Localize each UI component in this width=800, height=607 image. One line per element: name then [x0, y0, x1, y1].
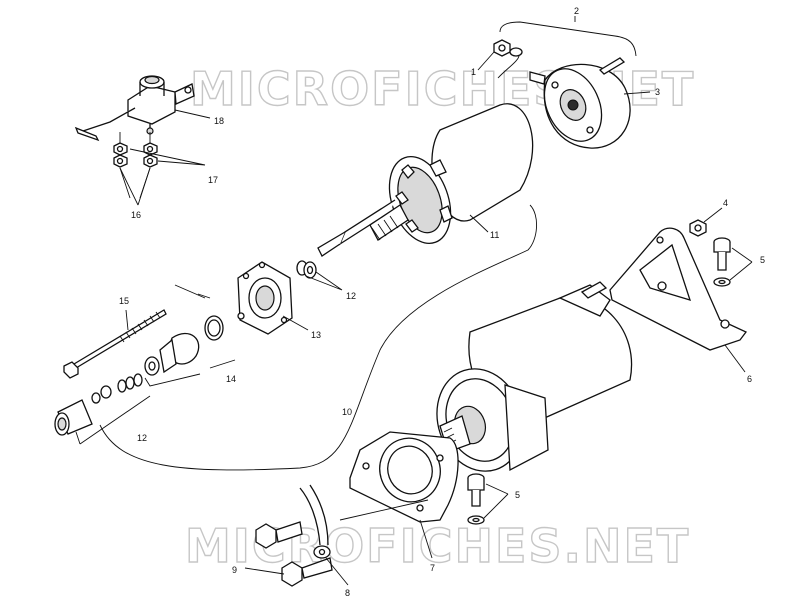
through-bolt-part [63, 309, 167, 379]
leader-8 [325, 557, 349, 586]
leader-5a [729, 247, 753, 281]
leader-6 [724, 344, 746, 373]
callout-8: 8 [345, 588, 350, 598]
leader-16b [119, 167, 151, 199]
armature-washers [296, 260, 317, 279]
bracket-nut-4 [689, 219, 707, 237]
callout-18: 18 [214, 116, 224, 126]
callout-2: 2 [574, 6, 579, 16]
bracket-bolt-5-lower [467, 473, 485, 525]
callout-16: 16 [131, 210, 141, 220]
callout-13: 13 [311, 330, 321, 340]
leader-3 [623, 91, 651, 95]
leader-1 [477, 51, 495, 71]
retainer-washer [204, 312, 245, 341]
leader-9 [244, 567, 285, 575]
end-cap-part [529, 57, 631, 149]
callout-14: 14 [226, 374, 236, 384]
pinion-spring-parts [54, 373, 143, 436]
leader-11 [469, 214, 489, 233]
solenoid-nuts [113, 132, 158, 168]
bracket-bolt-5-upper [713, 237, 731, 287]
callout-9: 9 [232, 565, 237, 575]
leader-17 [129, 148, 206, 166]
ground-cable-part [299, 484, 429, 559]
drive-end-plate-part [237, 261, 293, 335]
callout-5-lower: 5 [515, 490, 520, 500]
bracket-10 [99, 204, 537, 471]
leader-18 [174, 109, 211, 119]
solenoid-part [74, 75, 195, 142]
bracket-2 [499, 21, 637, 57]
leader-16 [119, 167, 151, 206]
leader-5b [483, 483, 509, 519]
leader-13 [282, 315, 309, 331]
mounting-bracket-part [609, 227, 748, 351]
callout-6: 6 [747, 374, 752, 384]
lower-bracket-part [349, 431, 459, 523]
starter-motor-part [436, 281, 633, 472]
bracket-14 [144, 359, 236, 387]
callout-11: 11 [490, 230, 499, 240]
mount-bolts-9 [255, 521, 333, 587]
callout-15: 15 [119, 296, 129, 306]
callout-10: 10 [342, 407, 352, 417]
bracket-12b [75, 395, 151, 445]
armature-part [317, 103, 534, 257]
group-marks [174, 284, 211, 299]
callout-12-upper: 12 [346, 291, 356, 301]
callout-12-lower: 12 [137, 433, 147, 443]
leader-4 [703, 207, 723, 223]
leader-7 [419, 519, 433, 559]
terminal-nut-part [493, 39, 523, 79]
callout-17: 17 [208, 175, 218, 185]
leader-15 [125, 309, 129, 331]
leader-12a [305, 271, 343, 291]
callout-5-upper: 5 [760, 255, 765, 265]
callout-4: 4 [723, 198, 728, 208]
callout-3: 3 [655, 87, 660, 97]
pinion-drive-part [144, 332, 200, 376]
callout-1: 1 [471, 67, 476, 77]
callout-7: 7 [430, 563, 435, 573]
